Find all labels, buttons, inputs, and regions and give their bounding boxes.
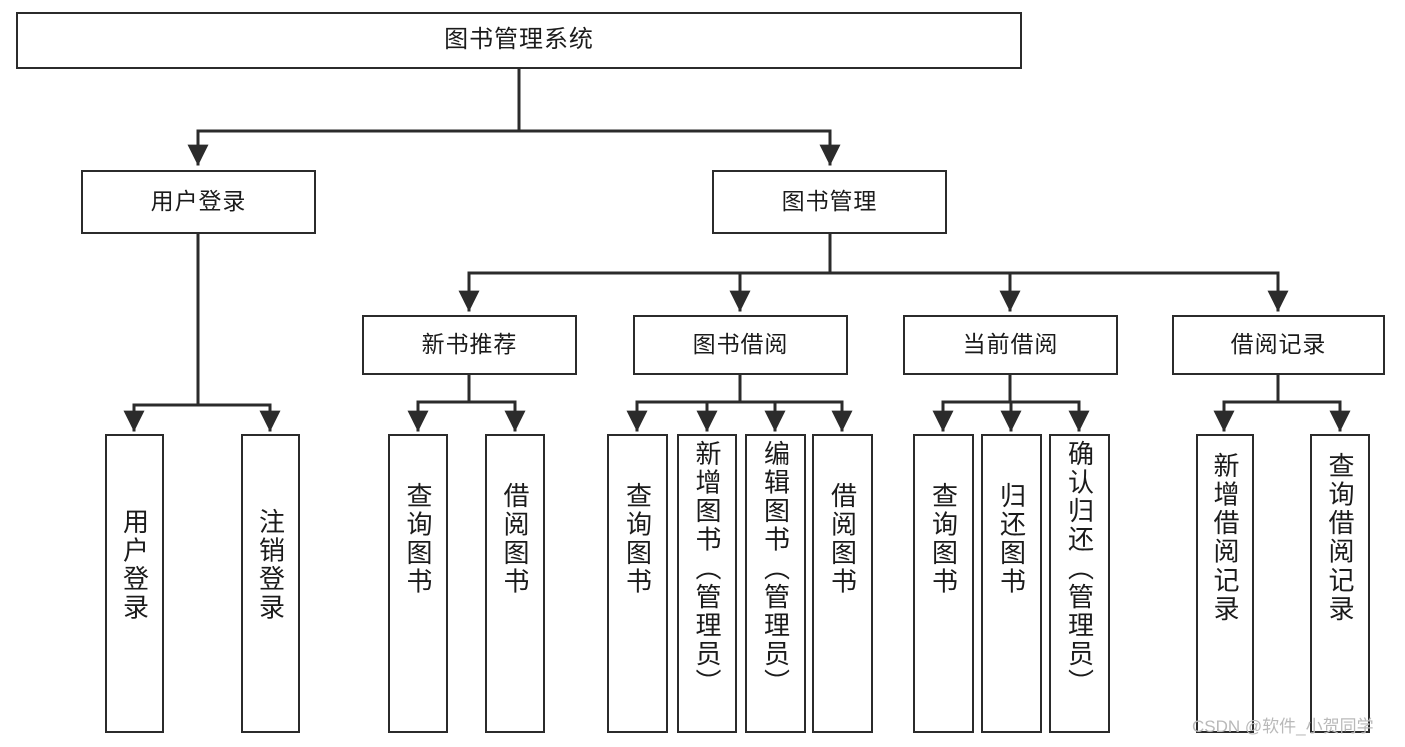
node-label: 图书管理 xyxy=(781,188,878,215)
node-label: 用户登录 xyxy=(119,508,150,623)
leaf-borrow-book-borrow[interactable]: 借阅图书 xyxy=(812,434,873,733)
node-label: 新增图书（管理员） xyxy=(692,440,722,698)
node-label: 查询借阅记录 xyxy=(1325,452,1355,624)
leaf-edit-book-admin[interactable]: 编辑图书（管理员） xyxy=(745,434,806,733)
node-label: 用户登录 xyxy=(150,188,247,215)
node-label: 归还图书 xyxy=(996,482,1027,597)
node-label: 借阅图书 xyxy=(500,482,530,597)
node-current-borrow[interactable]: 当前借阅 xyxy=(903,315,1118,375)
node-label: 图书借阅 xyxy=(692,331,789,358)
leaf-confirm-return-admin[interactable]: 确认归还（管理员） xyxy=(1049,434,1110,733)
node-label: 借阅图书 xyxy=(827,482,858,597)
leaf-query-book-recommend[interactable]: 查询图书 xyxy=(388,434,448,733)
node-label: 查询图书 xyxy=(928,482,959,597)
node-root-book-management-system[interactable]: 图书管理系统 xyxy=(16,12,1022,69)
leaf-query-borrow-record[interactable]: 查询借阅记录 xyxy=(1310,434,1370,733)
leaf-add-borrow-record[interactable]: 新增借阅记录 xyxy=(1196,434,1254,733)
node-borrow-record[interactable]: 借阅记录 xyxy=(1172,315,1385,375)
leaf-user-login[interactable]: 用户登录 xyxy=(105,434,164,733)
leaf-query-book-current[interactable]: 查询图书 xyxy=(913,434,974,733)
leaf-borrow-book-recommend[interactable]: 借阅图书 xyxy=(485,434,545,733)
node-label: 注销登录 xyxy=(255,508,286,623)
node-label: 图书管理系统 xyxy=(444,26,594,54)
leaf-add-book-admin[interactable]: 新增图书（管理员） xyxy=(677,434,737,733)
node-label: 查询图书 xyxy=(403,482,433,597)
node-new-book-recommend[interactable]: 新书推荐 xyxy=(362,315,577,375)
node-label: 新增借阅记录 xyxy=(1210,452,1240,624)
node-label: 当前借阅 xyxy=(962,331,1059,358)
node-book-management[interactable]: 图书管理 xyxy=(712,170,947,234)
leaf-user-logout[interactable]: 注销登录 xyxy=(241,434,300,733)
watermark-text: CSDN @软件_小贺同学 xyxy=(1192,717,1374,736)
node-label: 编辑图书（管理员） xyxy=(760,440,791,698)
leaf-query-book-borrow[interactable]: 查询图书 xyxy=(607,434,668,733)
node-book-borrow[interactable]: 图书借阅 xyxy=(633,315,848,375)
node-user-login[interactable]: 用户登录 xyxy=(81,170,316,234)
node-label: 确认归还（管理员） xyxy=(1064,440,1095,698)
leaf-return-book[interactable]: 归还图书 xyxy=(981,434,1042,733)
node-label: 新书推荐 xyxy=(421,331,518,358)
node-label: 查询图书 xyxy=(622,482,653,597)
node-label: 借阅记录 xyxy=(1230,331,1327,358)
